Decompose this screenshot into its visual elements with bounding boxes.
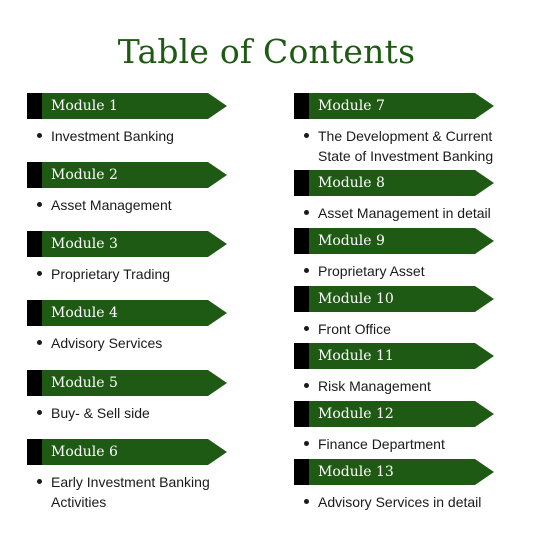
module-label: Module 4 [51,305,118,321]
module-label: Module 10 [318,291,394,307]
module-banner: Module 9 [294,228,494,254]
banner-square [294,93,309,119]
module-topic: Asset Management in detail [318,205,491,221]
bullet-icon [304,210,309,215]
banner-square [27,93,42,119]
module-banner: Module 7 [294,93,494,119]
bullet-icon [304,268,309,273]
module-banner: Module 4 [27,300,227,326]
module-label: Module 12 [318,406,394,422]
module-label: Module 13 [318,464,394,480]
banner-square [27,439,42,465]
module-label: Module 7 [318,98,385,114]
banner-square [294,401,309,427]
module-label: Module 6 [51,444,118,460]
module-banner: Module 13 [294,459,494,485]
module-banner: Module 11 [294,343,494,369]
module-banner: Module 8 [294,170,494,196]
module-topic: Investment Banking [51,128,174,144]
bullet-icon [37,271,42,276]
bullet-icon [304,499,309,504]
module-topic: Front Office [318,321,391,337]
module-banner: Module 2 [27,162,227,188]
module-topic: Buy- & Sell side [51,405,150,421]
bullet-icon [304,133,309,138]
banner-square [294,170,309,196]
page-title: Table of Contents [117,32,416,71]
module-topic: Asset Management [51,197,172,213]
banner-square [27,162,42,188]
bullet-icon [37,479,42,484]
bullet-icon [304,441,309,446]
banner-square [294,228,309,254]
module-label: Module 2 [51,167,118,183]
module-topic: Proprietary Trading [51,266,171,282]
module-label: Module 3 [51,236,118,252]
module-label: Module 1 [51,98,118,114]
module-banner: Module 1 [27,93,227,119]
module-topic: Advisory Services in detail [318,494,482,510]
module-topic: Advisory Services [51,335,163,351]
module-topic: Proprietary Asset [318,263,425,279]
module-label: Module 5 [51,375,118,391]
banner-square [27,231,42,257]
module-label: Module 8 [318,175,385,191]
module-label: Module 9 [318,233,385,249]
bullet-icon [37,202,42,207]
module-banner: Module 3 [27,231,227,257]
module-topic: The Development & Current State of Inves… [318,128,494,164]
bullet-icon [304,383,309,388]
module-label: Module 11 [318,348,394,364]
banner-square [294,286,309,312]
bullet-icon [37,410,42,415]
banner-square [294,459,309,485]
module-topic: Risk Management [318,378,431,394]
module-banner: Module 12 [294,401,494,427]
bullet-icon [37,133,42,138]
bullet-icon [37,340,42,345]
bullet-icon [304,326,309,331]
module-topic: Finance Department [318,436,445,452]
module-banner: Module 10 [294,286,494,312]
banner-square [27,370,42,396]
banner-square [27,300,42,326]
banner-square [294,343,309,369]
module-banner: Module 6 [27,439,227,465]
module-banner: Module 5 [27,370,227,396]
module-topic: Early Investment Banking Activities [51,474,210,510]
